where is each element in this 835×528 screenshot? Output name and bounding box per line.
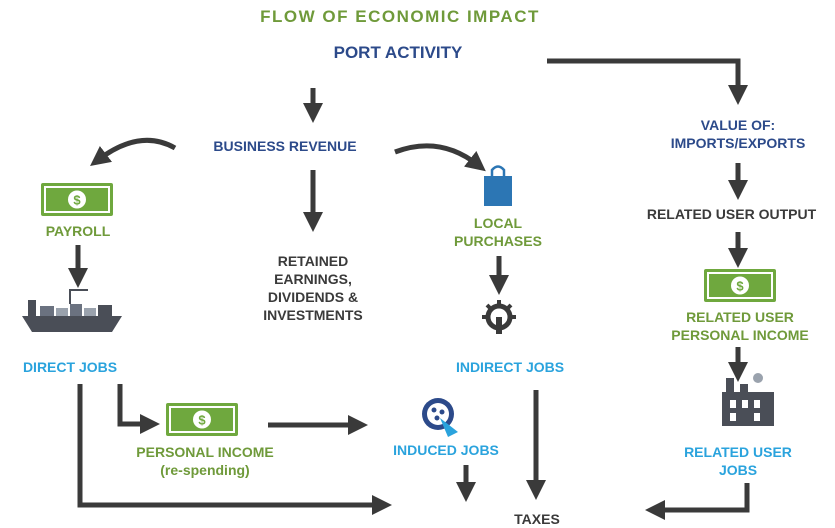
node-related-user-personal-income: RELATED USER PERSONAL INCOME — [648, 308, 832, 344]
node-related-income-line2: PERSONAL INCOME — [671, 327, 809, 343]
node-related-income-line1: RELATED USER — [686, 309, 794, 325]
arrow-revenue-to-local — [394, 143, 486, 172]
dollar-bill-icon: $ — [704, 269, 776, 302]
node-payroll: PAYROLL — [45, 223, 111, 239]
arrow-userjobs-to-taxes — [645, 483, 750, 520]
node-related-user-output: RELATED USER OUTPUT — [646, 206, 817, 222]
node-value-of-line2: IMPORTS/EXPORTS — [670, 135, 806, 151]
node-value-of-line1: VALUE OF: — [700, 117, 776, 133]
node-local-purchases: LOCAL PURCHASES — [438, 214, 558, 250]
node-local-line1: LOCAL — [473, 215, 523, 231]
node-retained-line4: INVESTMENTS — [263, 307, 363, 323]
node-direct-jobs: DIRECT JOBS — [22, 359, 118, 375]
svg-text:$: $ — [736, 279, 744, 294]
pizza-icon — [422, 398, 458, 437]
arrow-revenue-to-payroll — [90, 137, 177, 167]
arrow-port-to-value — [547, 58, 748, 105]
node-business-revenue: BUSINESS REVENUE — [213, 138, 357, 154]
factory-icon — [722, 373, 774, 426]
node-local-line2: PURCHASES — [454, 233, 542, 249]
node-personal-income-line1: PERSONAL INCOME — [136, 444, 274, 460]
cargo-ship-icon — [22, 289, 122, 332]
node-personal-income-line2: (re-spending) — [160, 462, 250, 478]
node-retained-earnings: RETAINED EARNINGS, DIVIDENDS & INVESTMEN… — [238, 252, 388, 324]
svg-text:$: $ — [198, 413, 206, 428]
gear-icon — [482, 300, 516, 334]
node-induced-jobs: INDUCED JOBS — [393, 442, 499, 458]
node-related-user-jobs-line2: JOBS — [718, 462, 758, 478]
arrow-direct-to-taxes — [77, 384, 392, 515]
node-personal-income: PERSONAL INCOME (re-spending) — [115, 443, 295, 479]
shopping-bag-icon — [484, 165, 512, 206]
node-related-user-jobs: RELATED USER JOBS — [658, 443, 818, 479]
svg-text:$: $ — [73, 193, 81, 208]
dollar-bill-icon: $ — [166, 403, 238, 436]
arrow-direct-to-personal — [117, 384, 160, 434]
dollar-bill-icon: $ — [41, 183, 113, 216]
node-port-activity: PORT ACTIVITY — [333, 43, 463, 62]
node-related-user-jobs-line1: RELATED USER — [684, 444, 792, 460]
node-indirect-jobs: INDIRECT JOBS — [455, 359, 565, 375]
node-value-of: VALUE OF: IMPORTS/EXPORTS — [638, 116, 835, 152]
diagram-title: FLOW OF ECONOMIC IMPACT — [260, 7, 540, 26]
node-retained-line1: RETAINED — [277, 253, 349, 269]
node-retained-line3: DIVIDENDS & — [267, 289, 359, 305]
node-taxes: TAXES — [514, 511, 560, 527]
node-retained-line2: EARNINGS, — [274, 271, 352, 287]
